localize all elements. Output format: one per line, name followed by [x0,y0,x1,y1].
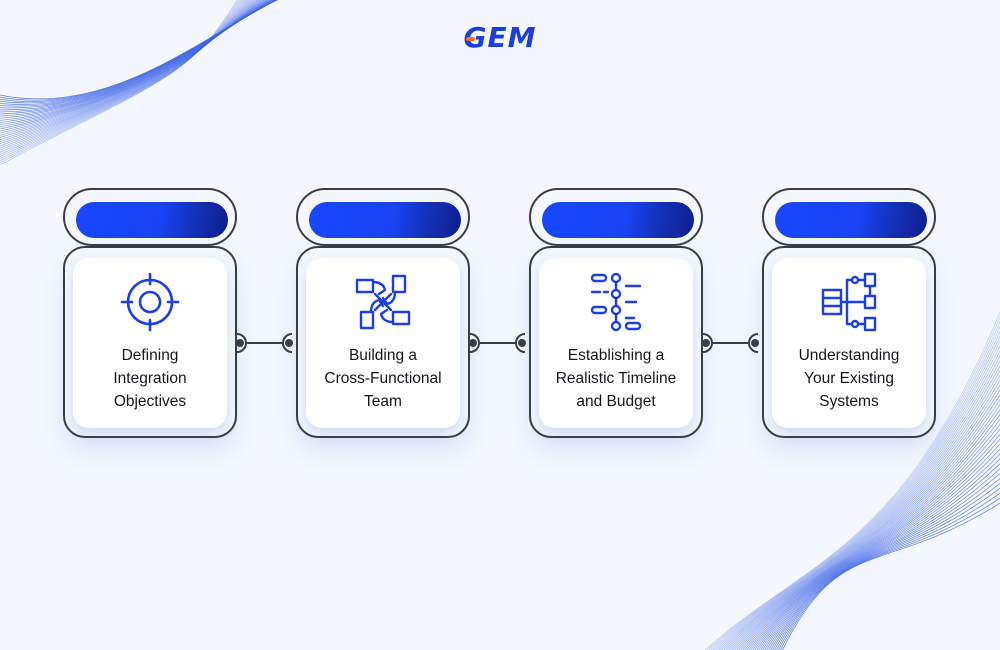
step-label: Building a Cross-Functional Team [310,344,456,413]
step-card-4: Understanding Your Existing Systems [762,188,940,438]
step-card-body: Establishing a Realistic Timeline and Bu… [539,258,693,428]
step-label-line: Team [364,393,402,410]
wave-line [0,0,279,100]
step-pill [76,202,228,238]
step-label-line: Your Existing [804,370,894,387]
wave-line [756,438,1000,650]
step-label: Understanding Your Existing Systems [776,344,922,413]
wave-line [0,0,277,102]
logo-text: GEM [463,21,537,54]
wave-line [0,0,272,113]
wave-line [782,502,1000,650]
wave-line [770,473,1000,650]
team-hands-icon [355,274,411,330]
step-card-body: Building a Cross-Functional Team [306,258,460,428]
step-pill [542,202,694,238]
step-card-frame: Building a Cross-Functional Team [296,246,470,438]
step-label-line: Integration [113,370,187,387]
step-pill [309,202,461,238]
step-card-frame: Establishing a Realistic Timeline and Bu… [529,246,703,438]
step-card-2: Building a Cross-Functional Team [296,188,474,438]
step-label-line: Understanding [798,347,900,364]
wave-line [760,448,1000,650]
step-tab [762,188,936,246]
step-label-line: Defining [121,347,179,364]
wave-line [0,0,255,142]
wave-line [0,0,253,145]
wave-line [744,408,1000,650]
wave-line [0,0,252,147]
wave-line [0,0,239,164]
step-label-line: Building a [348,347,418,364]
wave-line [0,0,276,105]
timeline-icon [590,272,642,332]
wave-line [0,0,267,123]
step-tab [296,188,470,246]
wave-line [772,477,1000,650]
wave-line [746,413,1000,650]
target-icon [120,272,180,332]
step-label-line: Objectives [113,393,187,410]
step-tab [529,188,703,246]
wave-line [0,0,262,132]
step-card-1: Defining Integration Objectives [63,188,241,438]
step-card-body: Defining Integration Objectives [73,258,227,428]
wave-line [0,0,260,134]
step-pill [775,202,927,238]
wave-line [0,0,264,128]
step-card-body: Understanding Your Existing Systems [772,258,926,428]
wave-line [0,0,259,136]
step-card-frame: Understanding Your Existing Systems [762,246,936,438]
wave-line [778,492,1000,650]
step-label-line: Systems [819,393,879,410]
wave-line [0,0,247,153]
wave-line [0,0,278,101]
wave-line [0,0,250,149]
wave-line [0,0,256,140]
wave-line [0,0,275,107]
wave-line [0,0,258,138]
system-flowchart-icon [821,272,877,332]
step-card-frame: Defining Integration Objectives [63,246,237,438]
wave-line [762,453,1000,650]
wave-line [0,0,238,166]
wave-line [764,458,1000,650]
wave-line [750,423,1000,650]
wave-line [758,443,1000,650]
logo-dash [466,37,475,41]
wave-line [0,0,274,109]
step-label: Defining Integration Objectives [77,344,223,413]
wave-line [768,468,1000,650]
wave-line [0,0,263,130]
wave-line [752,428,1000,650]
wave-line [0,0,243,159]
wave-line [0,0,244,157]
wave-line [774,482,1000,650]
wave-line [0,0,273,111]
wave-line [766,463,1000,650]
wave-line [0,0,277,104]
wave-line [754,433,1000,650]
wave-line [776,487,1000,650]
step-label: Establishing a Realistic Timeline and Bu… [543,344,689,413]
step-label-line: and Budget [576,393,656,410]
wave-line [0,0,271,115]
step-label-line: Cross-Functional [324,370,442,387]
wave-line [0,0,268,121]
wave-line [748,418,1000,650]
wave-line [0,0,270,117]
wave-line [0,0,241,162]
wave-line [0,0,266,126]
wave-line [0,0,249,151]
wave-line [0,0,269,119]
wave-line [780,497,1000,650]
wave-line [0,0,246,155]
step-label-line: Realistic Timeline [555,370,677,387]
step-tab [63,188,237,246]
step-card-3: Establishing a Realistic Timeline and Bu… [529,188,707,438]
step-label-line: Establishing a [567,347,665,364]
gem-logo: GEM [450,22,550,54]
